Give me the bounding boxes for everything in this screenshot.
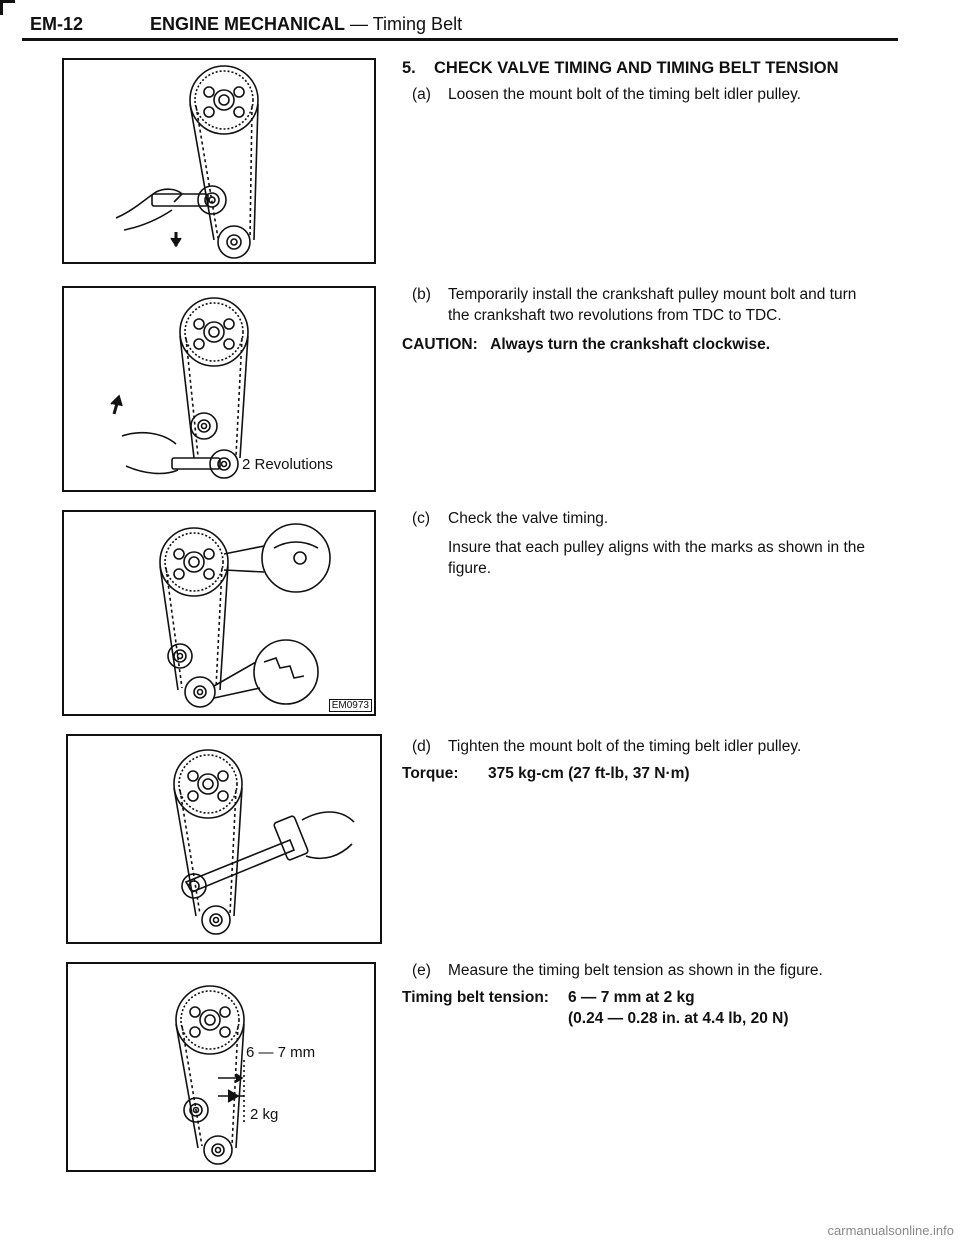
figure-tighten-idler-drawing [173,749,355,935]
step-a-text: Loosen the mount bolt of the timing belt… [448,86,801,103]
step-d-label: (d) [412,738,431,755]
step-b-label: (b) [412,286,431,303]
section-number: 5. [402,59,416,77]
figure-code: EM0973 [328,699,372,712]
step-e-block: (e) Measure the timing belt tension as s… [402,960,880,1029]
step-b: (b) Temporarily install the crankshaft p… [412,284,880,326]
caution-label: CAUTION: [402,336,478,353]
step-b-text: Temporarily install the crankshaft pulle… [448,286,857,324]
tension-values: 6 — 7 mm at 2 kg (0.24 — 0.28 in. at 4.4… [568,987,789,1029]
step-b-block: (b) Temporarily install the crankshaft p… [402,284,880,355]
figure-loosen-idler [62,58,376,264]
step-e: (e) Measure the timing belt tension as s… [412,960,880,981]
figure-tighten-idler [66,734,382,944]
torque-value: 375 kg-cm (27 ft-lb, 37 N·m) [488,765,690,782]
caution-text: Always turn the crankshaft clockwise. [490,336,771,353]
section-heading-block: 5. CHECK VALVE TIMING AND TIMING BELT TE… [402,58,880,105]
header-title: ENGINE MECHANICAL — Timing Belt [150,14,462,35]
step-d-text: Tighten the mount bolt of the timing bel… [448,738,802,755]
header-topic: Timing Belt [372,14,463,34]
figure-valve-timing-marks: EM0973 [62,510,376,716]
figure-valve-timing-marks-drawing [159,523,331,708]
section-heading: 5. CHECK VALVE TIMING AND TIMING BELT TE… [402,58,880,79]
figure-loosen-idler-drawing [115,65,259,259]
watermark-text: carmanualsonline.info [827,1223,954,1238]
step-c-label: (c) [412,510,431,527]
step-d-block: (d) Tighten the mount bolt of the timing… [402,736,880,784]
step-d: (d) Tighten the mount bolt of the timing… [412,736,880,757]
figure-turn-crankshaft: 2 Revolutions [62,286,376,492]
tension-spec: Timing belt tension: 6 — 7 mm at 2 kg (0… [402,987,880,1029]
tension-value-imperial: (0.24 — 0.28 in. at 4.4 lb, 20 N) [568,1010,789,1027]
step-c-subtext: Insure that each pulley aligns with the … [448,539,866,577]
step-a-label: (a) [412,86,431,103]
torque-label: Torque: [402,765,459,782]
figure-belt-tension: 6 — 7 mm 2 kg [66,962,376,1172]
figure-label-deflection: 6 — 7 mm [246,1044,316,1061]
caution-note: CAUTION: Always turn the crankshaft cloc… [402,334,880,355]
figure-label-load: 2 kg [250,1106,279,1123]
step-e-label: (e) [412,962,431,979]
figure-label-revolutions: 2 Revolutions [242,456,333,473]
section-title: CHECK VALVE TIMING AND TIMING BELT TENSI… [434,59,839,77]
page-number: EM-12 [30,14,84,34]
page-header: EM-12 ENGINE MECHANICAL — Timing Belt [22,12,898,41]
tension-label: Timing belt tension: [402,989,549,1006]
step-e-text: Measure the timing belt tension as shown… [448,962,823,979]
torque-spec: Torque: 375 kg-cm (27 ft-lb, 37 N·m) [402,763,880,784]
step-c-text: Check the valve timing. [448,510,609,527]
step-a: (a) Loosen the mount bolt of the timing … [412,84,880,105]
header-section: ENGINE MECHANICAL [150,14,346,34]
header-separator: — [350,14,369,34]
figure-belt-tension-drawing [175,985,245,1165]
step-c: (c) Check the valve timing. Insure that … [412,508,880,579]
tension-value-metric: 6 — 7 mm at 2 kg [568,989,695,1006]
step-c-block: (c) Check the valve timing. Insure that … [402,508,880,579]
page-corner-mark [0,0,15,15]
figure-turn-crankshaft-drawing [110,297,249,479]
